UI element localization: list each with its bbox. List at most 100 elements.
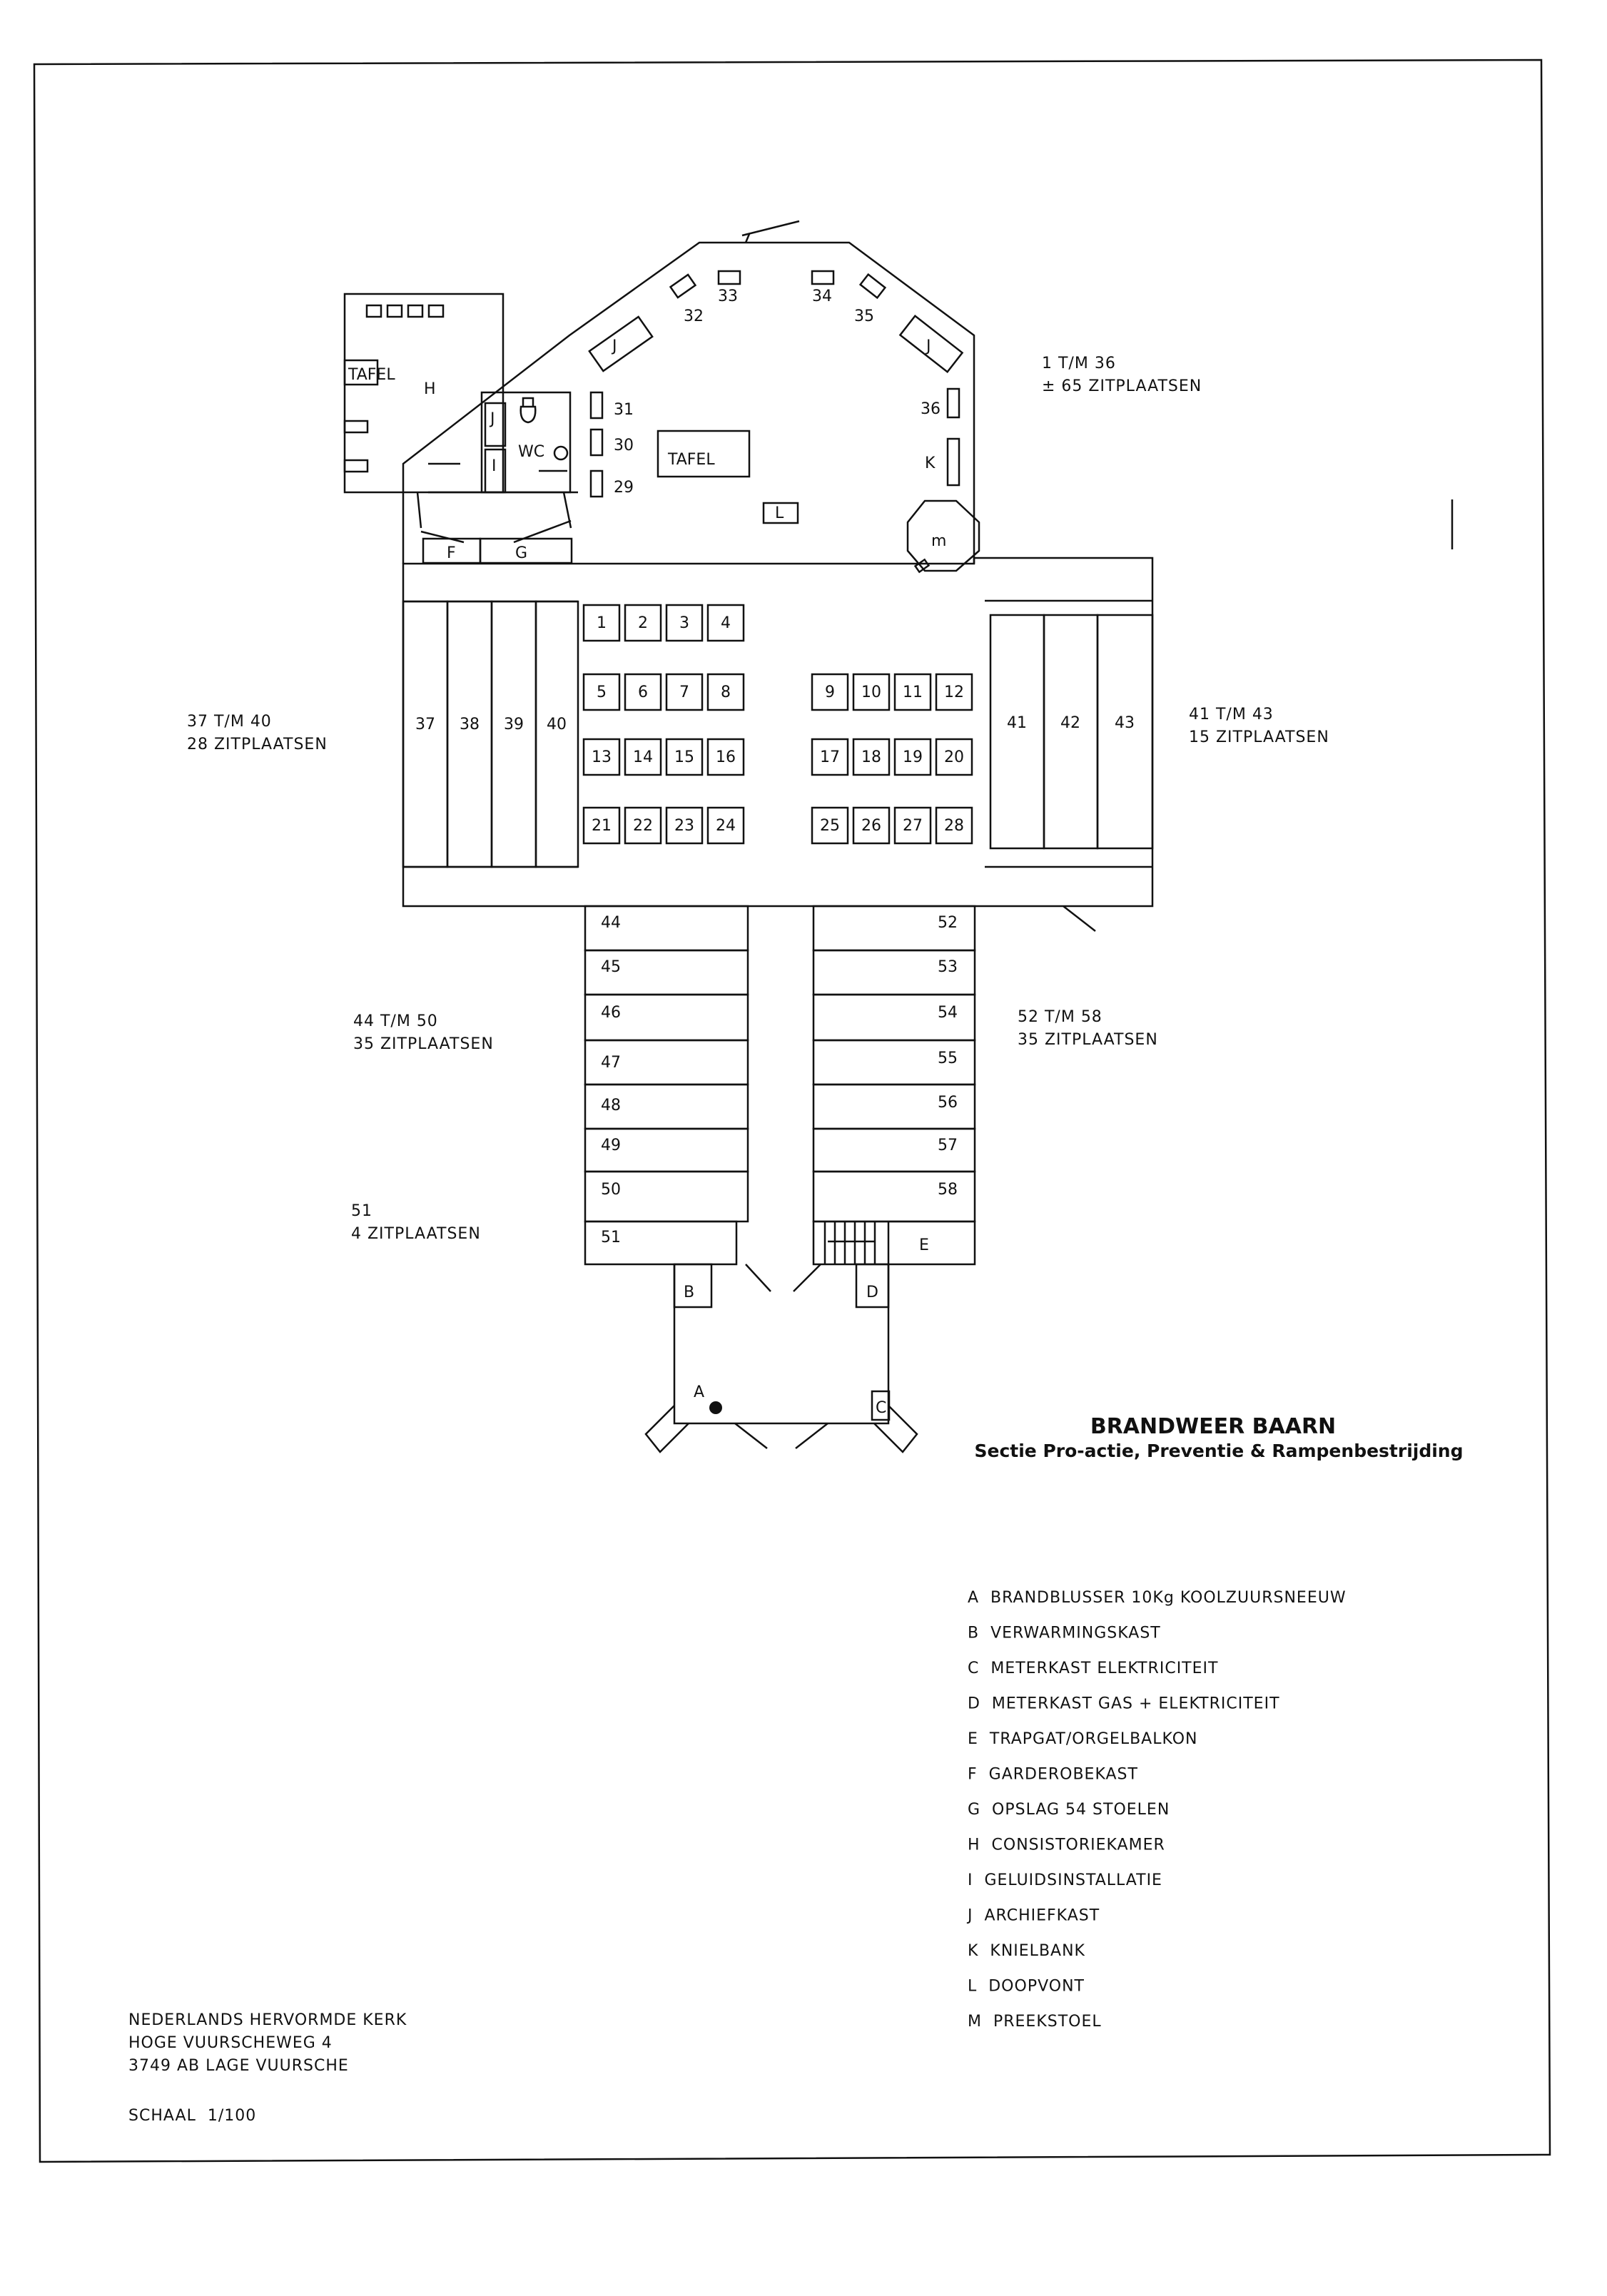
note-44-50-line2: 35 ZITPLAATSEN <box>353 1035 494 1053</box>
seat-4: 4 <box>721 614 731 632</box>
seat-35: 35 <box>854 308 874 325</box>
legend-item: E TRAPGAT/ORGELBALKON <box>968 1730 1197 1748</box>
seat-17: 17 <box>820 748 840 766</box>
seat-19: 19 <box>903 748 923 766</box>
note-1-36-line2: ± 65 ZITPLAATSEN <box>1042 377 1202 395</box>
legend-item: F GARDEROBEKAST <box>968 1766 1138 1784</box>
seat-22: 22 <box>633 817 653 835</box>
seat-12: 12 <box>944 684 964 701</box>
room-b: B <box>684 1284 694 1301</box>
brand-title: BRANDWEER BAARN <box>1090 1414 1336 1439</box>
seat-2: 2 <box>638 614 648 632</box>
seat-5: 5 <box>597 684 607 701</box>
seat-14: 14 <box>633 748 653 766</box>
seat-32: 32 <box>684 308 704 325</box>
room-tafel-h: TAFEL <box>348 366 395 384</box>
seat-grid-left <box>582 604 745 845</box>
seat-49: 49 <box>601 1137 621 1154</box>
note-37-40-line2: 28 ZITPLAATSEN <box>187 736 328 753</box>
seat-33: 33 <box>718 288 738 305</box>
seat-32 <box>669 273 697 299</box>
seat-13: 13 <box>592 748 612 766</box>
legend-item: I GELUIDSINSTALLATIE <box>968 1871 1162 1889</box>
seat-8: 8 <box>721 684 731 701</box>
stair-treads <box>823 1221 890 1264</box>
seat-44: 44 <box>601 914 621 932</box>
seat-30 <box>589 428 604 457</box>
room-l: L <box>775 504 784 522</box>
address-line: 3749 AB LAGE VUURSCHE <box>128 2057 349 2075</box>
seat-39: 39 <box>504 716 524 733</box>
toilet-icon <box>519 397 537 424</box>
seat-42: 42 <box>1060 714 1080 732</box>
note-1-36-line1: 1 T/M 36 <box>1042 355 1116 372</box>
seat-1: 1 <box>597 614 607 632</box>
seat-31: 31 <box>614 401 634 419</box>
trapgat-e <box>812 1220 976 1266</box>
legend-item: L DOOPVONT <box>968 1978 1085 1996</box>
seat-34 <box>811 270 835 285</box>
entrance-porch <box>673 1264 890 1425</box>
room-wc: WC <box>518 443 544 461</box>
tafel-h <box>343 359 379 386</box>
seat-41: 41 <box>1007 714 1027 732</box>
pews-44-51 <box>584 905 749 1266</box>
sheet-frame <box>33 59 1551 2163</box>
fire-extinguisher-a <box>709 1401 722 1414</box>
seat-57: 57 <box>938 1137 958 1154</box>
room-j-left: J <box>611 337 617 355</box>
room-c: C <box>876 1399 886 1417</box>
seat-9: 9 <box>825 684 835 701</box>
seat-18: 18 <box>861 748 881 766</box>
seat-7: 7 <box>679 684 689 701</box>
room-i: I <box>492 457 497 475</box>
scale-label: SCHAAL 1/100 <box>128 2107 256 2125</box>
seat-31 <box>589 391 604 420</box>
note-41-43-line1: 41 T/M 43 <box>1189 706 1274 723</box>
doopvont-l <box>762 502 799 524</box>
knielbank-k <box>946 437 960 487</box>
legend-item: G OPSLAG 54 STOELEN <box>968 1801 1170 1819</box>
legend-item: J ARCHIEFKAST <box>966 1907 1100 1925</box>
address-line: HOGE VUURSCHEWEG 4 <box>128 2034 333 2052</box>
door-right <box>873 1405 918 1453</box>
room-j-right: J <box>925 337 931 355</box>
note-37-40-line1: 37 T/M 40 <box>187 713 272 731</box>
brand-subtitle: Sectie Pro-actie, Preventie & Rampenbest… <box>975 1441 1464 1461</box>
seat-56: 56 <box>938 1094 958 1112</box>
seat-58: 58 <box>938 1181 958 1199</box>
legend-item: D METERKAST GAS + ELEKTRICITEIT <box>968 1695 1280 1713</box>
seat-51: 51 <box>601 1229 621 1246</box>
room-h: H <box>424 380 436 398</box>
seat-29: 29 <box>614 479 634 497</box>
seat-6: 6 <box>638 684 648 701</box>
note-52-58-line1: 52 T/M 58 <box>1018 1008 1102 1026</box>
seat-16: 16 <box>716 748 736 766</box>
archive-j-right <box>898 314 964 374</box>
seat-15: 15 <box>674 748 694 766</box>
legend-item: K KNIELBANK <box>968 1942 1085 1960</box>
room-m: m <box>931 532 946 550</box>
seat-47: 47 <box>601 1054 621 1072</box>
seat-54: 54 <box>938 1004 958 1022</box>
door-left <box>644 1405 689 1453</box>
note-51-line1: 51 <box>351 1202 372 1220</box>
tafel-main <box>657 430 751 478</box>
seat-33 <box>717 270 741 285</box>
seat-36 <box>946 387 960 419</box>
room-d: D <box>866 1284 878 1301</box>
seat-45: 45 <box>601 958 621 976</box>
note-44-50-line1: 44 T/M 50 <box>353 1012 438 1030</box>
seat-20: 20 <box>944 748 964 766</box>
seat-40: 40 <box>547 716 567 733</box>
seat-23: 23 <box>674 817 694 835</box>
nave-walls <box>402 557 1154 908</box>
preekstoel-m <box>906 499 980 572</box>
note-51-line2: 4 ZITPLAATSEN <box>351 1225 481 1243</box>
archive-j-left <box>588 315 654 372</box>
seat-37: 37 <box>415 716 435 733</box>
note-52-58-line2: 35 ZITPLAATSEN <box>1018 1031 1158 1049</box>
room-e: E <box>919 1236 929 1254</box>
seat-3: 3 <box>679 614 689 632</box>
